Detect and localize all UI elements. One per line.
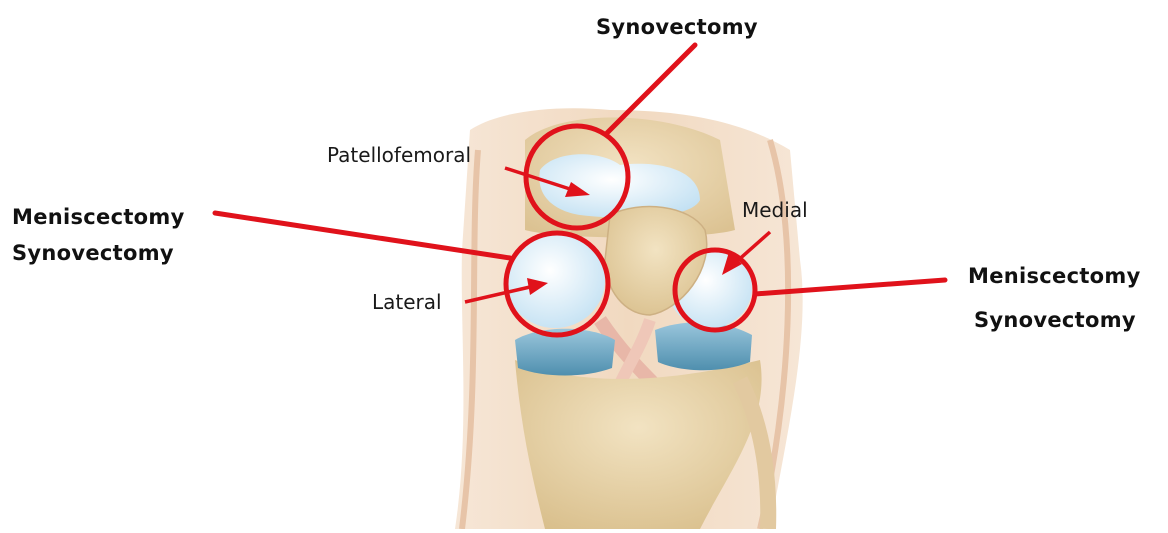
medial-label: Medial <box>742 198 808 222</box>
lateral-label: Lateral <box>372 290 442 314</box>
right-callout-label-1: Meniscectomy <box>968 263 1141 289</box>
left-callout-label-2: Synovectomy <box>12 240 174 266</box>
right-callout-label-2: Synovectomy <box>974 307 1136 333</box>
patellofemoral-label: Patellofemoral <box>327 143 471 167</box>
left-callout-label-1: Meniscectomy <box>12 204 185 230</box>
top-callout-label: Synovectomy <box>596 14 758 40</box>
